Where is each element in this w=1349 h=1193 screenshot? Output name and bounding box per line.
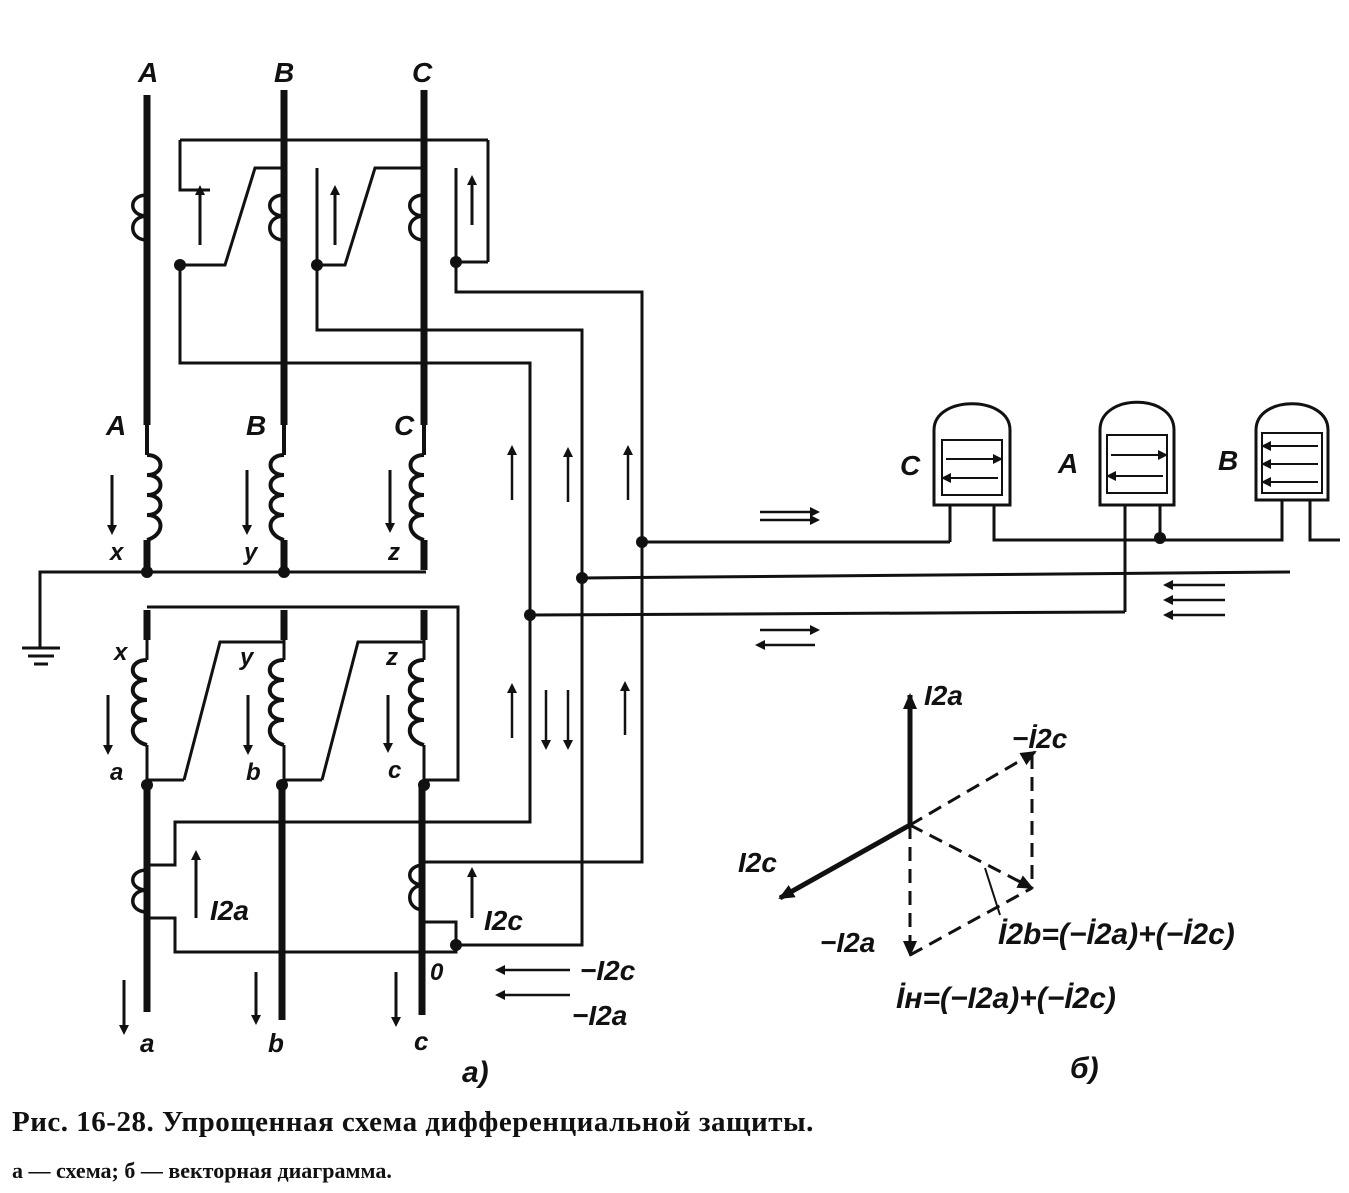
figure-caption-legend: а — схема; б — векторная диаграмма. — [12, 1158, 392, 1183]
ct-arrows — [195, 175, 477, 245]
vector-diagram — [778, 693, 1037, 957]
hv-end-z: z — [387, 539, 400, 566]
junction-dots — [141, 256, 1166, 951]
figure-caption-title: Рис. 16-28. Упрощенная схема дифференциа… — [12, 1106, 814, 1138]
lv-end-a: a — [110, 759, 123, 786]
part-b-label: б) — [1070, 1052, 1099, 1085]
relay-label-B: B — [1218, 445, 1238, 476]
relay-label-C: C — [900, 450, 921, 481]
vec-i2c: I2c — [738, 847, 777, 878]
lv-start-z: z — [385, 644, 398, 671]
output-arrows — [119, 972, 401, 1035]
bus-arrows — [495, 507, 1225, 1000]
lv-delta — [130, 605, 460, 785]
hv-windings — [145, 425, 426, 542]
phase-label-B: B — [274, 57, 294, 88]
hv-winding-label-B: B — [246, 410, 266, 441]
hv-winding-label-A: A — [105, 410, 126, 441]
schematic — [22, 90, 1340, 1035]
relays — [932, 400, 1330, 507]
lv-start-y: y — [239, 644, 255, 671]
lv-start-x: x — [112, 639, 129, 666]
hv-end-x: x — [108, 539, 125, 566]
phase-label-a: a — [140, 1028, 154, 1058]
phase-label-C: C — [412, 57, 433, 88]
minus-i2a-legend: −I2a — [572, 1000, 627, 1031]
ground-bus — [22, 570, 426, 666]
lv-current-transformers — [131, 542, 644, 954]
lv-end-b: b — [246, 759, 261, 786]
i2c-label: I2c — [484, 905, 523, 936]
hv-current-transformers — [131, 193, 425, 242]
phase-conductors — [143, 90, 428, 1020]
relay-buses — [529, 500, 1340, 617]
vec-eq-i2b: İ2b=(−İ2a)+(−İ2c) — [998, 918, 1235, 951]
pilot-arrows — [507, 445, 633, 750]
i2a-label: I2a — [210, 895, 249, 926]
lv-ct-arrows — [191, 850, 477, 918]
part-a-label: а) — [462, 1056, 489, 1089]
text-labels: A B C A B C x y z x y z a b c a b c 0 I2… — [105, 57, 1238, 1089]
phase-label-c: c — [414, 1026, 429, 1056]
hv-winding-label-C: C — [394, 410, 415, 441]
neutral-label: 0 — [430, 959, 444, 986]
vec-minus-i2c: −İ2c — [1012, 723, 1068, 754]
ct-delta-wiring — [178, 138, 644, 615]
phase-label-b: b — [268, 1028, 284, 1058]
vec-i2a: I2a — [924, 680, 963, 711]
relay-label-A: A — [1057, 448, 1078, 479]
lv-winding-arrows — [103, 695, 393, 755]
vec-minus-i2a: −I2a — [820, 927, 875, 958]
phase-label-A: A — [137, 57, 158, 88]
hv-end-y: y — [243, 539, 259, 566]
hv-winding-arrows — [107, 470, 395, 535]
minus-i2c-legend: −I2c — [580, 955, 636, 986]
vec-eq-in: İн=(−I2a)+(−İ2c) — [896, 982, 1116, 1015]
lv-end-c: c — [388, 757, 401, 784]
